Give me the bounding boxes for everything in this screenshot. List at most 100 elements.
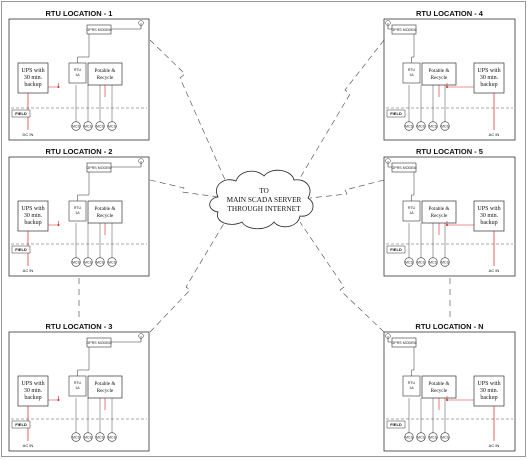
field-label: FIELD xyxy=(390,111,402,116)
ups-label-3: backup xyxy=(480,82,497,88)
potable-label: Potable & xyxy=(429,206,450,212)
mcs-label: MCS xyxy=(417,260,426,264)
rtu-label: RTU xyxy=(74,68,82,72)
gprs-modem xyxy=(86,337,112,348)
mcs-sensor xyxy=(404,121,414,131)
wireless-link-1 xyxy=(149,39,227,183)
rtu-box xyxy=(68,375,87,397)
mcs-sensor xyxy=(428,432,438,442)
potable-label: Potable & xyxy=(95,381,116,387)
mcs-label: MCS xyxy=(429,435,438,439)
ups-label-2: 30 min. xyxy=(24,388,43,394)
ups-box xyxy=(17,200,49,232)
ups-label-3: backup xyxy=(480,395,497,401)
wireless-link-2 xyxy=(149,179,219,198)
mcs-label: MCS xyxy=(417,124,426,128)
rtu-box xyxy=(402,62,421,84)
mcs-sensor xyxy=(83,121,93,131)
mcs-label: MCS xyxy=(429,124,438,128)
potable-label: Potable & xyxy=(95,68,116,74)
location-title: RTU LOCATION - 5 xyxy=(416,147,483,156)
potable-recycle-box xyxy=(87,200,123,224)
location-title: RTU LOCATION - 1 xyxy=(46,9,113,18)
ups-label-1: UPS with xyxy=(477,68,500,74)
rtu-label: RTU xyxy=(74,381,82,385)
location-title: RTU LOCATION - 3 xyxy=(46,322,113,331)
mcs-sensor xyxy=(416,257,426,267)
gprs-modem xyxy=(86,24,112,35)
wireless-link-3 xyxy=(149,219,227,333)
ups-label-3: backup xyxy=(24,220,41,226)
ups-box xyxy=(17,375,49,407)
ups-box xyxy=(473,200,505,232)
ups-label-2: 30 min. xyxy=(480,75,499,81)
rtu-id-label: 1A xyxy=(75,211,80,215)
recycle-label: Recycle xyxy=(97,213,114,219)
modem-label: GPRS MODEM xyxy=(392,28,417,32)
mcs-sensor xyxy=(107,121,117,131)
mcs-sensor xyxy=(83,432,93,442)
ups-label-1: UPS with xyxy=(21,381,44,387)
mcs-sensor xyxy=(440,432,450,442)
rtu-id-label: 1A xyxy=(75,386,80,390)
modem-label: GPRS MODEM xyxy=(392,341,417,345)
antenna-icon xyxy=(385,158,391,167)
ups-label-1: UPS with xyxy=(477,381,500,387)
ups-label-3: backup xyxy=(480,220,497,226)
rtu-id-label: 1A xyxy=(409,211,414,215)
modem-label: GPRS MODEM xyxy=(87,341,112,345)
mcs-label: MCS xyxy=(441,124,450,128)
field-label: FIELD xyxy=(390,422,402,427)
mcs-label: MCS xyxy=(417,435,426,439)
ups-box xyxy=(17,62,49,94)
potable-recycle-box xyxy=(421,375,457,399)
mcs-sensor xyxy=(416,121,426,131)
potable-recycle-box xyxy=(87,375,123,399)
wireless-link-4 xyxy=(299,39,385,179)
modem-label: GPRS MODEM xyxy=(87,166,112,170)
rtu-label: RTU xyxy=(74,206,82,210)
server-line-1: TO xyxy=(259,186,269,195)
mcs-sensor xyxy=(95,257,105,267)
mcs-label: MCS xyxy=(108,260,117,264)
mcs-label: MCS xyxy=(96,124,105,128)
server-line-2: MAIN SCADA SERVER xyxy=(227,195,302,204)
mcs-label: MCS xyxy=(441,260,450,264)
mcs-sensor xyxy=(71,121,81,131)
ups-label-2: 30 min. xyxy=(24,213,43,219)
antenna-icon xyxy=(385,333,391,342)
power-input-label: AC IN xyxy=(23,443,34,448)
ups-label-1: UPS with xyxy=(21,68,44,74)
location-title: RTU LOCATION - 4 xyxy=(416,9,484,18)
rtu-id-label: 1A xyxy=(409,386,414,390)
field-label: FIELD xyxy=(15,422,27,427)
potable-recycle-box xyxy=(421,200,457,224)
ups-label-3: backup xyxy=(24,395,41,401)
mcs-label: MCS xyxy=(72,124,81,128)
mcs-sensor xyxy=(428,121,438,131)
mcs-label: MCS xyxy=(84,260,93,264)
mcs-label: MCS xyxy=(108,435,117,439)
power-input-label: AC IN xyxy=(489,443,500,448)
rtu-box xyxy=(402,375,421,397)
mcs-sensor xyxy=(416,432,426,442)
antenna-icon xyxy=(138,158,144,167)
wireless-links xyxy=(78,39,451,333)
ups-label-1: UPS with xyxy=(477,206,500,212)
ups-box xyxy=(473,62,505,94)
potable-label: Potable & xyxy=(429,68,450,74)
mcs-sensor xyxy=(107,257,117,267)
field-label: FIELD xyxy=(390,247,402,252)
ups-label-2: 30 min. xyxy=(480,213,499,219)
mcs-sensor xyxy=(95,432,105,442)
power-input-label: AC IN xyxy=(23,268,34,273)
recycle-label: Recycle xyxy=(97,388,114,394)
recycle-label: Recycle xyxy=(431,75,448,81)
recycle-label: Recycle xyxy=(97,75,114,81)
wireless-link-6 xyxy=(299,221,385,333)
